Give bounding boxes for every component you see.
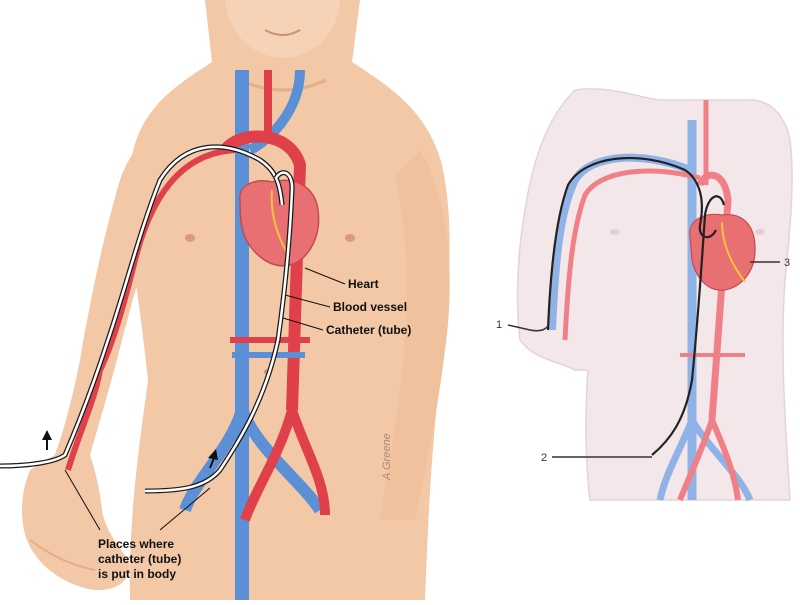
faded-iliac-artery-right: [709, 418, 741, 501]
aorta: [220, 130, 307, 411]
iliac-artery-left: [240, 408, 297, 522]
faded-iliac-artery-left: [677, 419, 715, 502]
callout-3: 3: [784, 257, 790, 269]
right-figure: 1 2 3: [496, 88, 793, 502]
left-figure: Heart Blood vessel Catheter (tube) Place…: [0, 0, 450, 600]
label-places-line1: Places where: [98, 537, 174, 551]
heart-leader: [304, 267, 346, 285]
heart: [239, 179, 320, 267]
faded-arm-artery: [562, 168, 701, 341]
places-leader-arm: [64, 469, 101, 531]
faded-heart: [689, 213, 756, 291]
mouth: [264, 29, 301, 36]
catheter-arm-fill: [0, 145, 284, 468]
hand-shading: [29, 539, 96, 571]
catheter-arm-right: [546, 156, 717, 331]
iliac-artery-right: [287, 408, 330, 516]
catheter-leader: [282, 317, 324, 331]
torso: [129, 0, 450, 600]
arrow-groin-icon: [208, 449, 218, 460]
right-nipple: [345, 234, 355, 242]
label-places-line2: catheter (tube): [98, 552, 181, 566]
callout-1: 1: [496, 319, 502, 331]
label-places-line3: is put in body: [98, 567, 176, 581]
faded-iliac-vein-left: [656, 418, 696, 501]
left-nipple: [185, 234, 195, 242]
arm-artery: [65, 147, 241, 471]
label-blood-vessel: Blood vessel: [333, 300, 407, 314]
label-catheter: Catheter (tube): [326, 323, 411, 337]
callout-line-1: [507, 324, 549, 332]
faded-nipple-right: [755, 229, 765, 235]
artist-signature: A Greene: [381, 433, 393, 481]
label-heart: Heart: [348, 277, 379, 291]
arrow-arm-icon: [42, 430, 52, 440]
jugular-vein: [247, 69, 305, 155]
faded-aorta: [696, 171, 732, 421]
left-arm: [22, 120, 175, 591]
faded-torso: [516, 88, 793, 501]
faded-nipple-left: [610, 229, 620, 235]
callout-2: 2: [541, 452, 547, 464]
catheter-groin-fill: [144, 171, 294, 493]
right-arm: [380, 150, 450, 520]
arrow-groin-shaft: [209, 457, 215, 469]
vessel-leader: [284, 294, 331, 308]
faded-iliac-vein-right: [688, 418, 754, 502]
places-leader-groin: [159, 487, 211, 531]
chin-shadow: [225, 0, 340, 58]
catheter-groin-right: [651, 195, 726, 456]
faded-coronary: [721, 221, 746, 283]
